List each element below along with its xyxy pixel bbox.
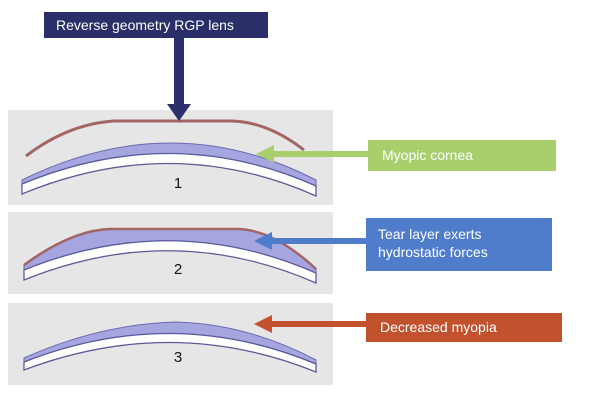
title-text: Reverse geometry RGP lens <box>56 17 234 33</box>
callout-arrow-2 <box>254 232 368 250</box>
callout-myopic-cornea: Myopic cornea <box>368 140 556 171</box>
cornea-1 <box>21 152 317 197</box>
callout-2-text-line-2: hydrostatic forces <box>378 244 488 260</box>
step-number-3: 3 <box>173 349 183 366</box>
rgp-lens-1 <box>25 119 305 158</box>
callout-2-text-line-1: Tear layer exerts <box>378 226 482 242</box>
callout-decreased-myopia: Decreased myopia <box>366 313 562 342</box>
title-arrow <box>167 36 191 121</box>
cornea-3 <box>23 332 317 373</box>
step-number-2: 2 <box>173 261 183 278</box>
callout-arrow-1 <box>256 145 370 163</box>
rgp-lens-2 <box>23 227 317 270</box>
callout-tear-layer: Tear layer exerts hydrostatic forces <box>366 218 552 271</box>
callout-1-text: Myopic cornea <box>382 147 474 163</box>
cornea-2 <box>23 240 317 284</box>
callout-arrow-3 <box>254 315 368 333</box>
step-number-1: 1 <box>173 175 183 192</box>
title-label: Reverse geometry RGP lens <box>44 12 268 38</box>
callout-3-text: Decreased myopia <box>380 319 497 335</box>
